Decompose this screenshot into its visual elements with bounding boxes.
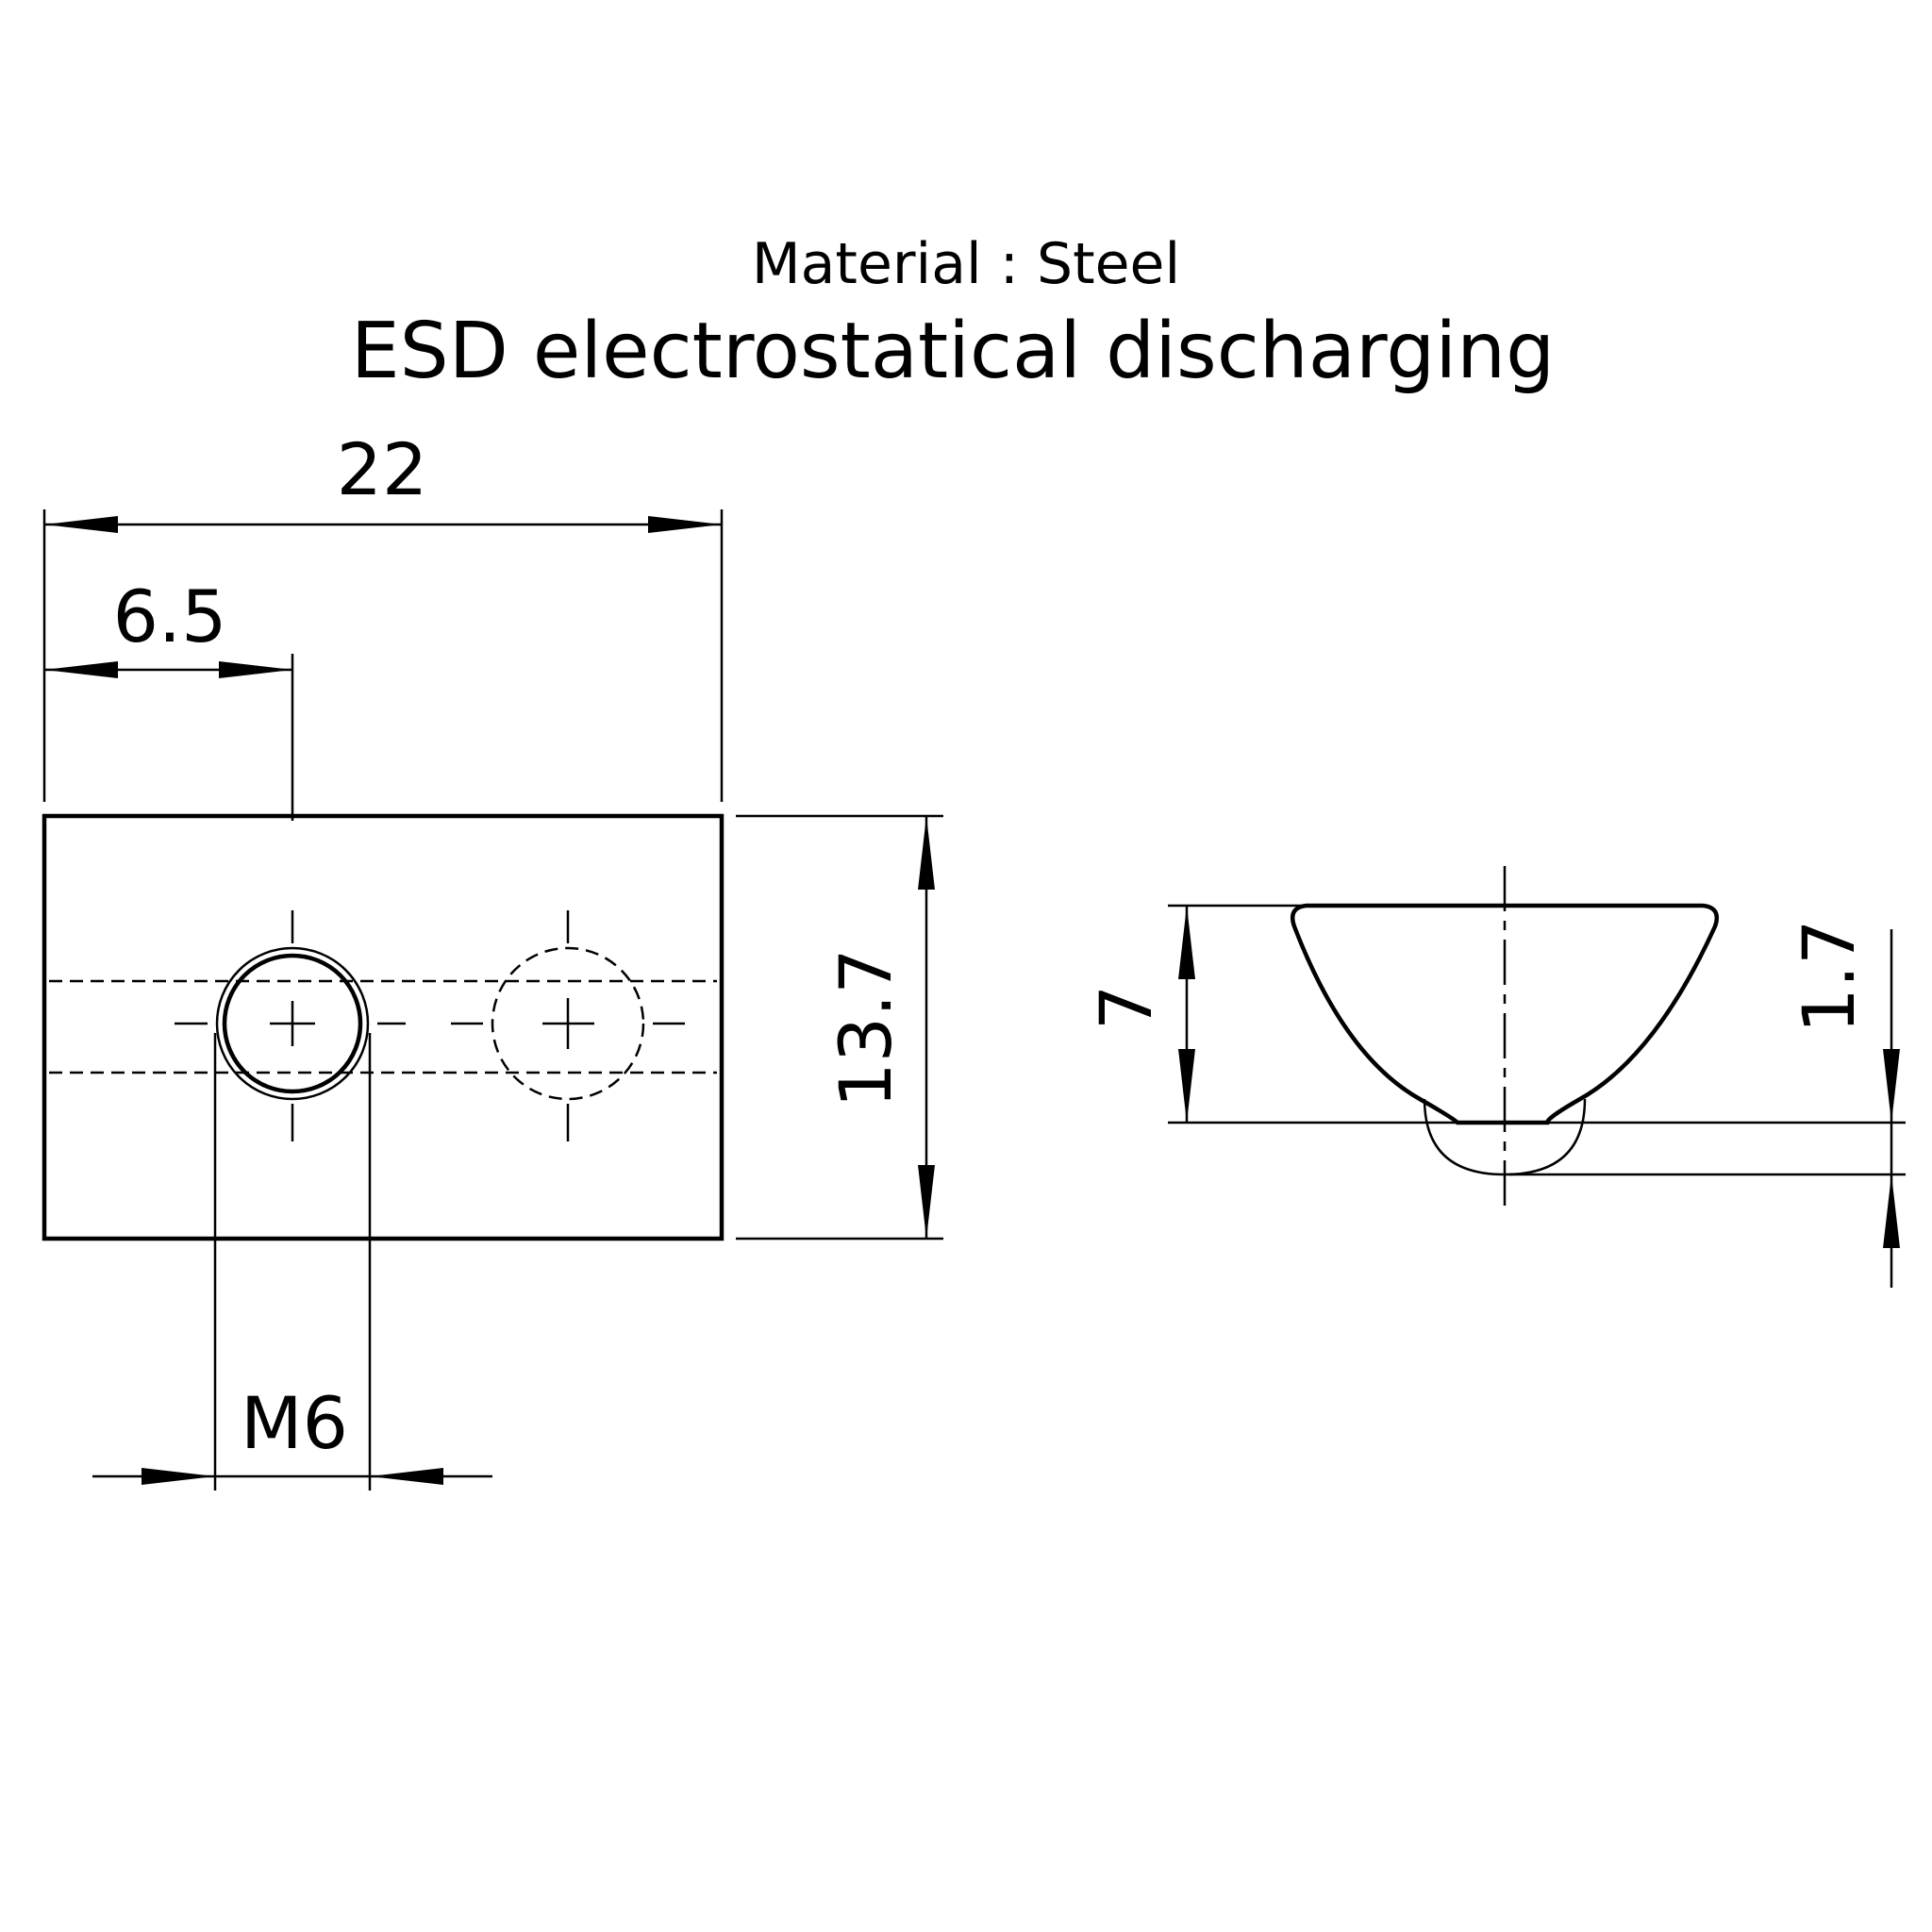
dim-label-6-5: 6.5	[113, 575, 227, 658]
dim-label-22: 22	[337, 427, 428, 511]
dimension-spring-protrusion: 1.7	[1509, 920, 1906, 1288]
dimension-hole-offset: 6.5	[44, 575, 294, 821]
hidden-hole-right	[451, 910, 685, 1141]
material-label: Material : Steel	[752, 231, 1180, 297]
dimension-overall-length: 22	[42, 427, 724, 802]
side-view	[1290, 866, 1720, 1208]
dim-label-13-7: 13.7	[824, 948, 908, 1108]
threaded-hole-left	[175, 910, 406, 1141]
dimension-thread: M6	[92, 1033, 492, 1491]
dim-label-7: 7	[1084, 985, 1168, 1030]
front-view	[42, 813, 724, 1241]
dimension-height: 7	[1084, 904, 1906, 1124]
dim-label-m6: M6	[241, 1381, 348, 1465]
nut-outline	[42, 813, 724, 1241]
dimension-width: 13.7	[736, 814, 943, 1241]
feature-title: ESD electrostatical discharging	[351, 307, 1555, 396]
dim-label-1-7: 1.7	[1787, 920, 1871, 1034]
